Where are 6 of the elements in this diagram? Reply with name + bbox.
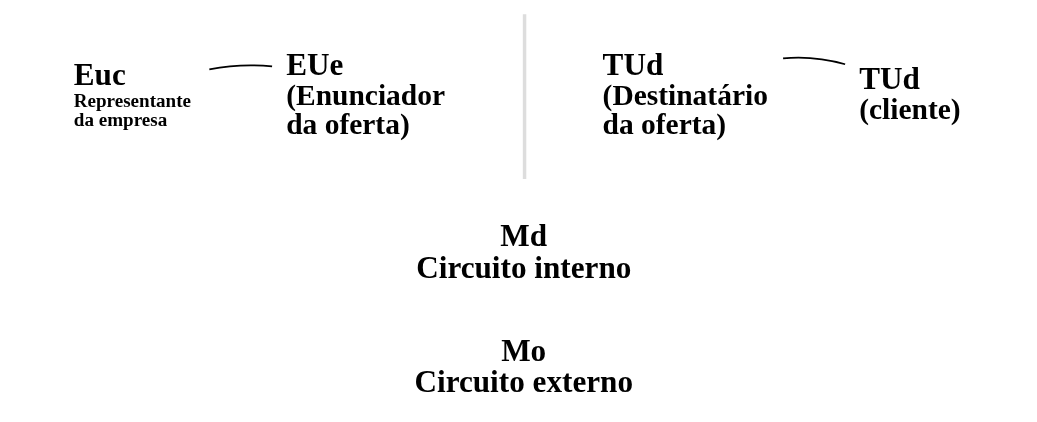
node-text: TUd (cliente)	[859, 61, 961, 126]
connector	[208, 64, 273, 71]
connector	[782, 56, 846, 66]
node-text: TUd (Destinatário da oferta)	[602, 46, 768, 141]
node-text: Euc Representante da empresa	[73, 57, 191, 130]
node-text: EUe (Enunciador da oferta)	[286, 46, 446, 141]
